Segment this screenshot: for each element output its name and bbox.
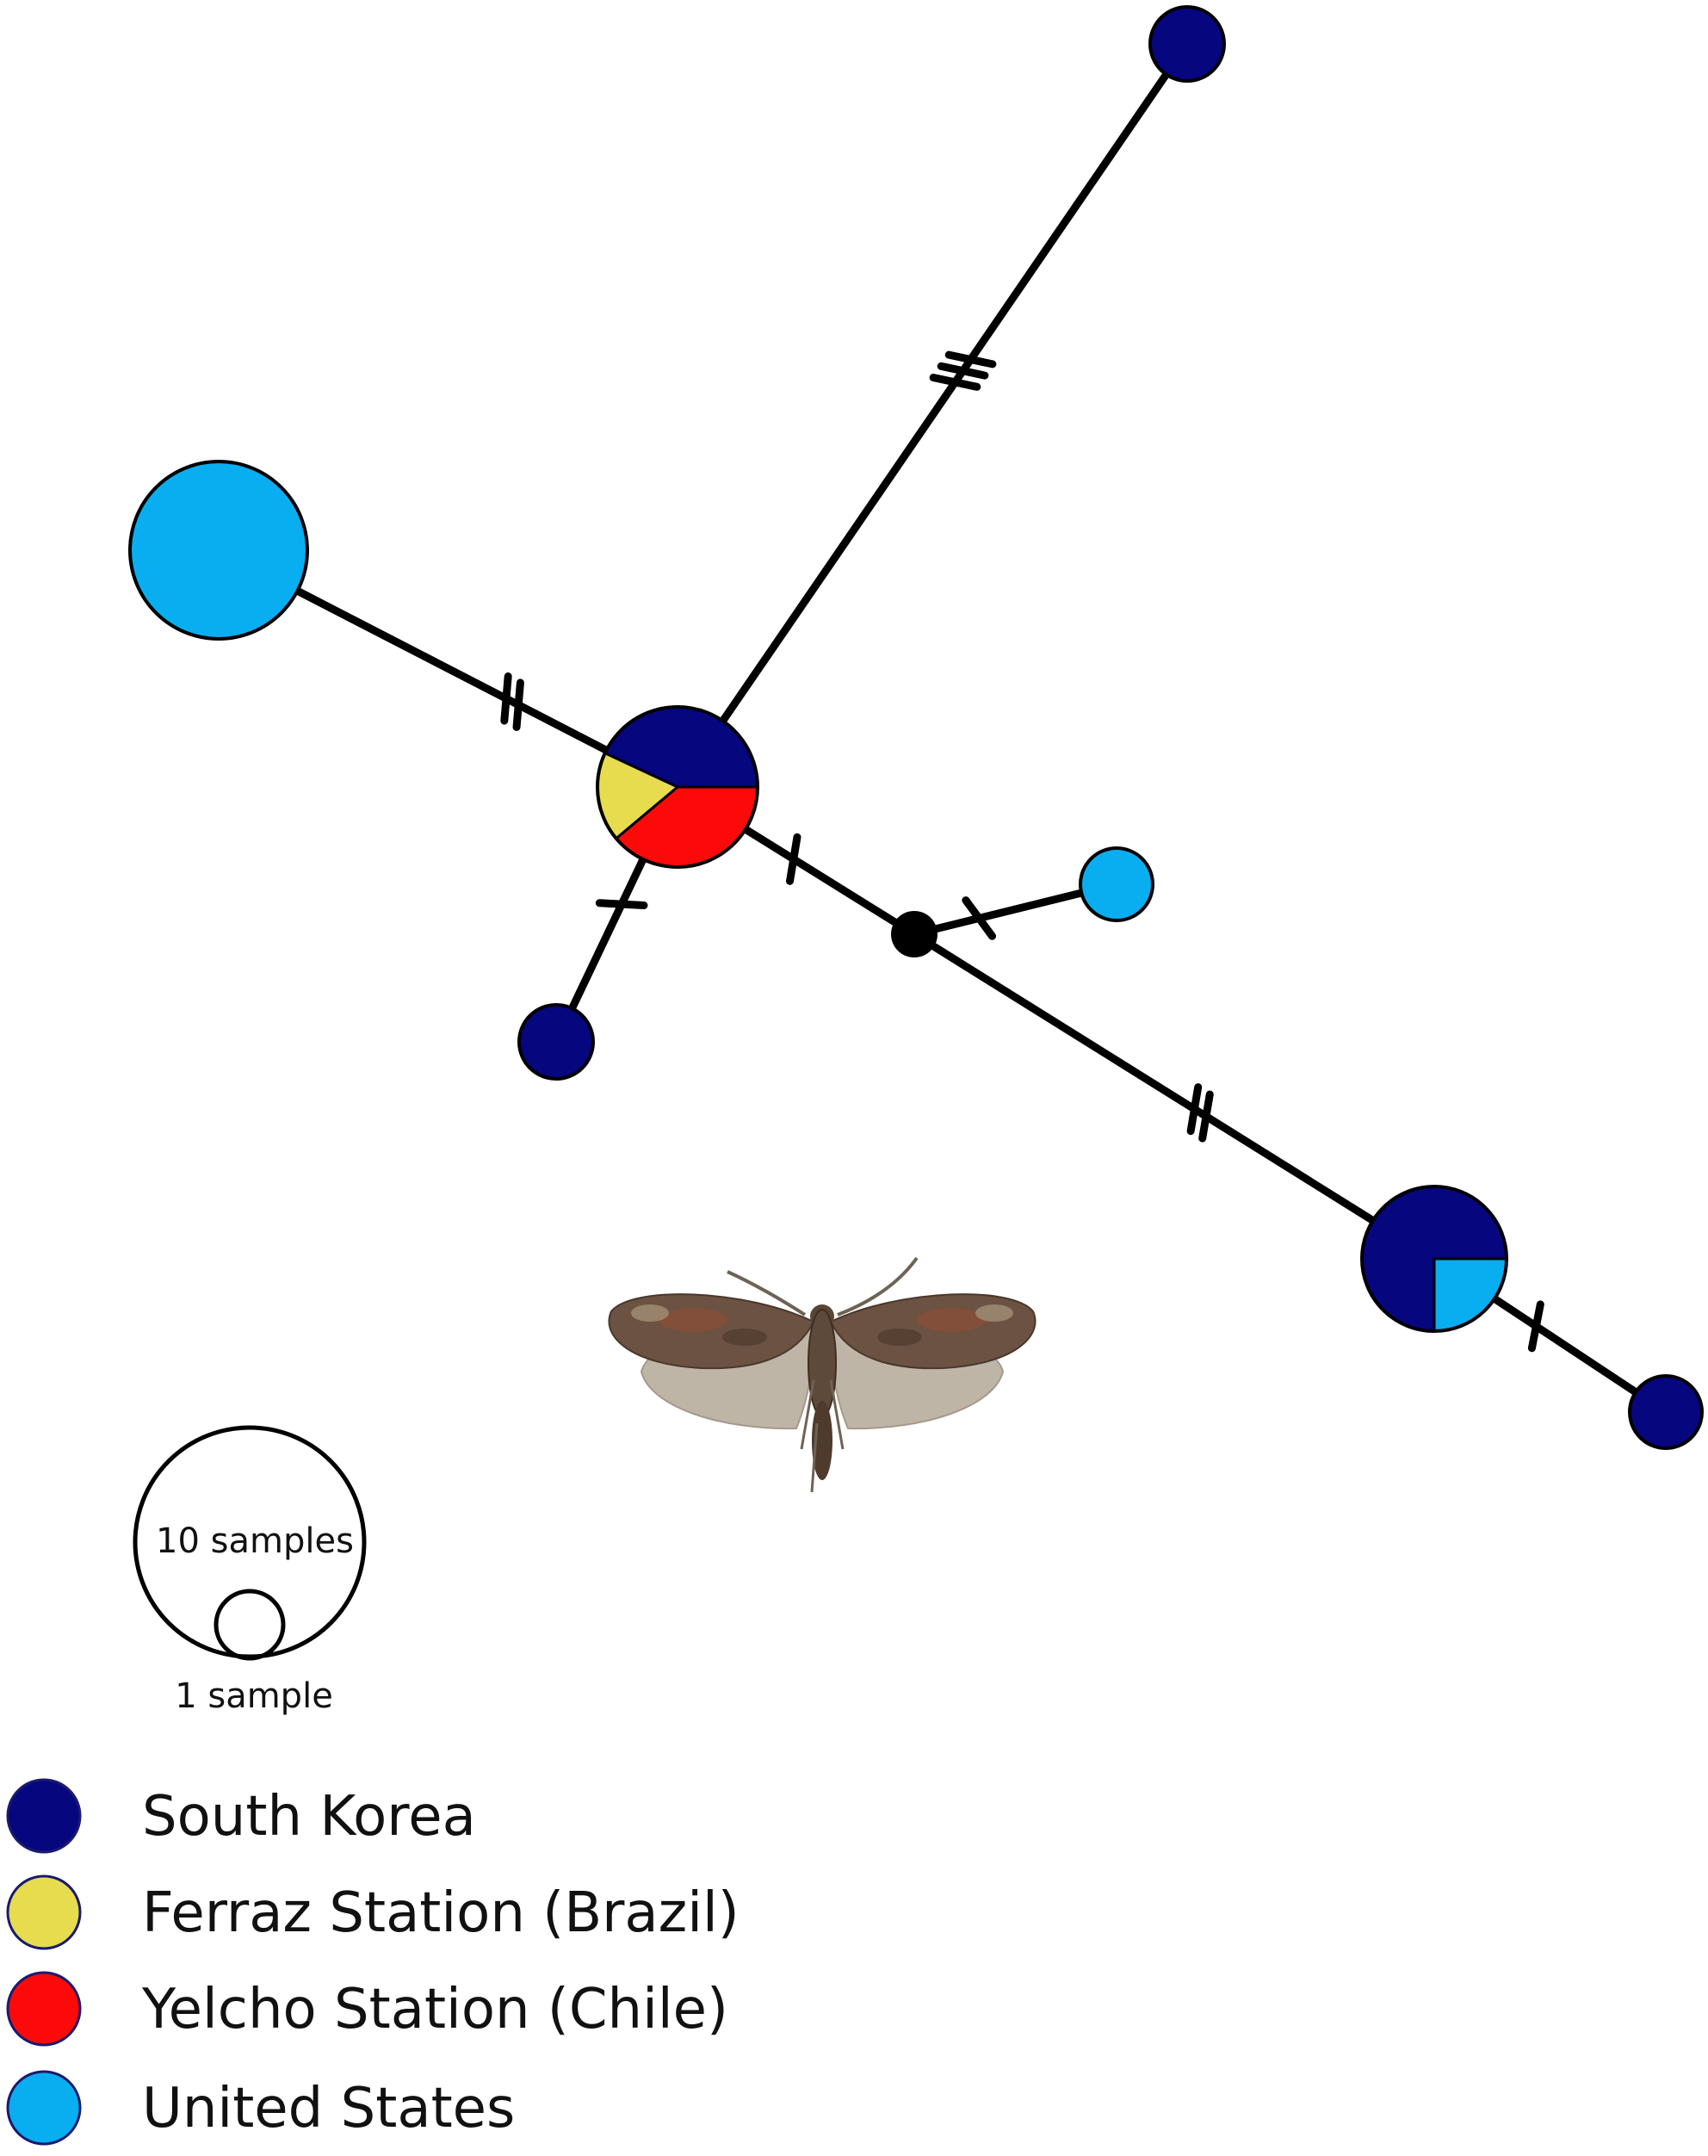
haplotype-h-us-small	[1079, 846, 1154, 922]
haplotype-outline	[1360, 1185, 1508, 1333]
mutation-mark	[962, 896, 997, 940]
moth-specimen-image	[608, 1256, 1037, 1493]
mutation-mark	[512, 678, 524, 731]
haplotype-circle	[128, 460, 309, 641]
legend-item-ferraz_brazil: Ferraz Station (Brazil)	[6, 1874, 740, 1950]
mutation-mark	[937, 362, 989, 380]
mutation-mark	[500, 672, 512, 725]
legend-swatch	[6, 1874, 82, 1950]
haplotype-outline	[596, 705, 759, 869]
legend-item-yelcho_chile: Yelcho Station (Chile)	[6, 1971, 728, 2047]
mutation-hatches	[500, 350, 1544, 1353]
link-mv-1-h-mixed-right	[910, 930, 1439, 1263]
mutation-mark	[1198, 1090, 1214, 1143]
mutation-mark	[786, 833, 801, 885]
haplotype-h-us-large	[128, 460, 309, 641]
haplotype-circle	[1148, 5, 1226, 83]
haplotype-circle	[517, 1003, 595, 1081]
legend-label: South Korea	[142, 1785, 476, 1849]
sample-size-scale: 10 samples 1 sample	[133, 1425, 367, 1716]
mutation-mark	[1186, 1083, 1203, 1136]
haplotype-h-center	[596, 705, 759, 869]
legend-swatch	[6, 1971, 82, 2047]
haplotype-circle	[1628, 1374, 1704, 1450]
legend-label: United States	[142, 2077, 515, 2141]
mutation-mark	[595, 899, 648, 910]
haplotype-h-kr-far-right	[1628, 1374, 1704, 1450]
haplotype-h-kr-top	[1148, 5, 1226, 83]
haplotype-nodes	[128, 5, 1704, 1450]
haplotype-h-kr-left	[517, 1003, 595, 1081]
mutation-mark	[944, 350, 997, 369]
scale-circle-1-sample	[214, 1589, 286, 1661]
haplotype-h-mixed-right	[1360, 1185, 1508, 1333]
mutation-mark	[1527, 1300, 1544, 1353]
haplotype-circle	[1079, 846, 1154, 922]
legend-item-united_states: United States	[6, 2070, 515, 2146]
mutation-mark	[929, 374, 981, 391]
legend-item-south_korea: South Korea	[6, 1778, 476, 1854]
legend-label: Ferraz Station (Brazil)	[142, 1881, 740, 1945]
legend-swatch	[6, 2070, 82, 2146]
scale-label-10-samples: 10 samples	[156, 1521, 354, 1561]
legend-swatch	[6, 1778, 82, 1854]
scale-label-1-sample: 1 sample	[175, 1676, 333, 1716]
median-vector-mv-1	[891, 911, 938, 957]
link-h-center-h-kr-top	[673, 40, 1191, 791]
legend-label: Yelcho Station (Chile)	[141, 1978, 728, 2041]
